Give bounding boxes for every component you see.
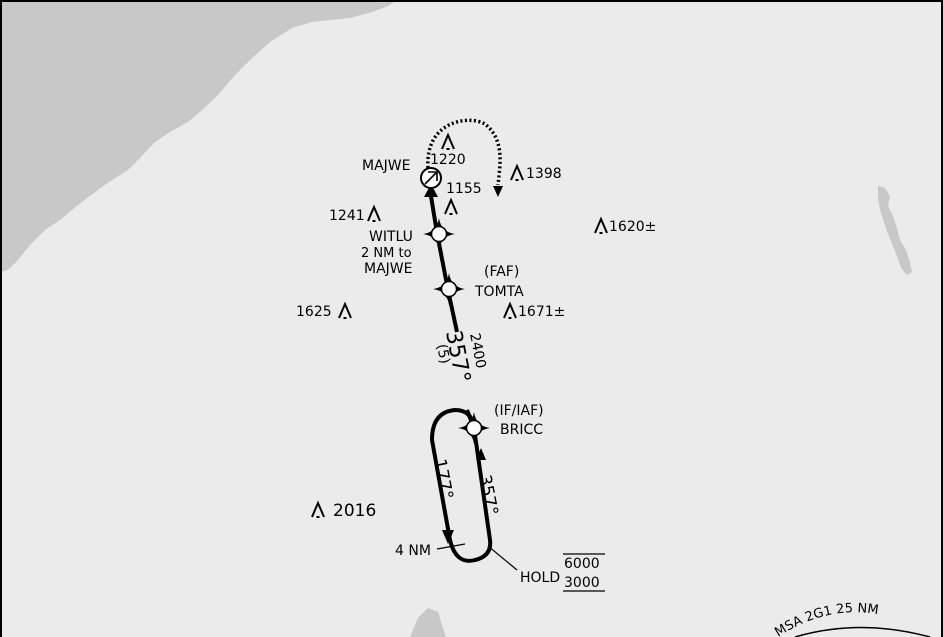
land-bottom: [410, 608, 446, 637]
missed-approach-track: [426, 118, 502, 186]
elevation-1220: 1220: [430, 152, 466, 168]
elevation-1155: 1155: [446, 181, 482, 197]
hold-altitude-min: 3000: [564, 575, 600, 591]
msa-circle: [794, 626, 931, 637]
elevation-1398: 1398: [526, 166, 562, 182]
island-right: [878, 186, 912, 275]
witlu-label: WITLU: [369, 229, 413, 245]
tomta-label: TOMTA: [474, 284, 524, 300]
hold-label: HOLD: [520, 570, 560, 586]
bricc-label: BRICC: [500, 422, 543, 438]
fix-majwe-flyover-icon: [420, 167, 442, 189]
elevation-1620: 1620±: [609, 219, 656, 235]
land-area: [0, 0, 398, 272]
missed-approach-arrow: [493, 186, 503, 197]
witlu-note-line2: MAJWE: [364, 261, 412, 277]
holding-outbound-arrow: [442, 530, 454, 544]
final-arrow-majwe: [424, 184, 438, 197]
final-distance-label: (5): [433, 343, 452, 366]
holding-pattern: [429, 407, 493, 563]
hold-altitude-max: 6000: [564, 556, 600, 572]
elevation-1241: 1241: [329, 208, 365, 224]
holding-inbound-arrow: [476, 448, 486, 460]
elevation-1671: 1671±: [518, 304, 565, 320]
tomta-role-label: (FAF): [484, 264, 519, 280]
elevation-1625: 1625: [296, 304, 332, 320]
holding-leg-length: 4 NM: [395, 543, 431, 559]
majwe-label: MAJWE: [362, 158, 410, 174]
final-altitude-label: 2400: [466, 332, 489, 370]
four-nm-leader: [436, 543, 466, 550]
witlu-note-line1: 2 NM to: [361, 246, 412, 261]
elevation-2016: 2016: [333, 501, 376, 521]
hold-leader: [487, 545, 518, 571]
bricc-role-label: (IF/IAF): [494, 403, 544, 419]
